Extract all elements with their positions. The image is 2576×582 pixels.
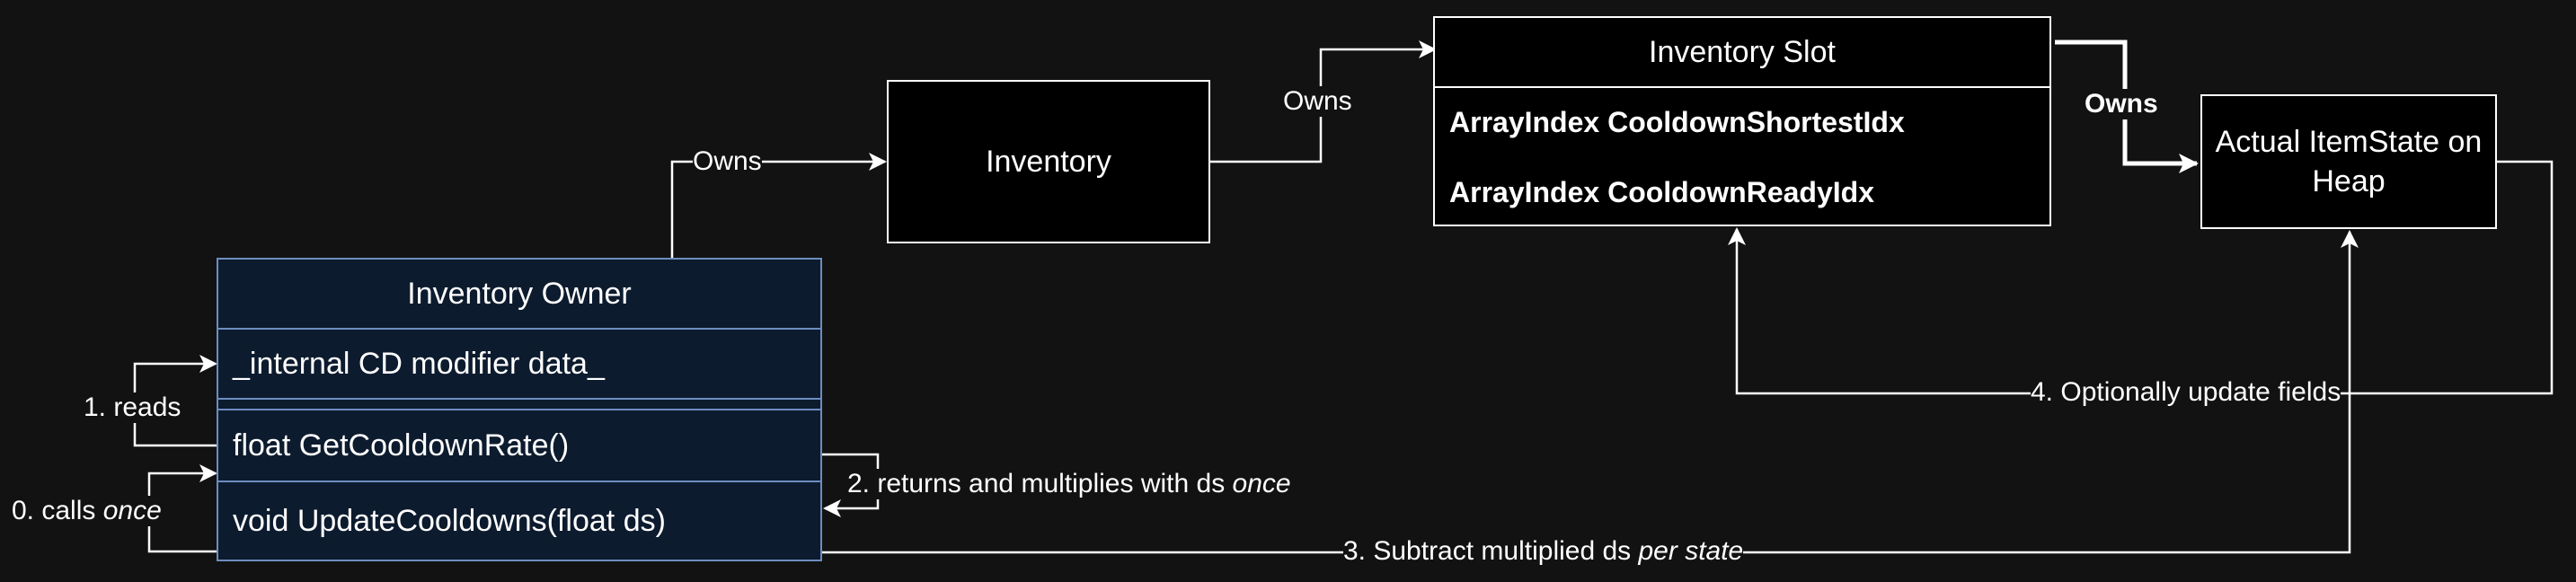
slot-field-ready: ArrayIndex CooldownReadyIdx — [1449, 176, 1874, 208]
label-calls: 0. calls once — [12, 496, 162, 526]
owner-attribute: _internal CD modifier data_ — [218, 330, 820, 400]
owner-method-getcooldownrate-text: float GetCooldownRate() — [233, 428, 570, 463]
node-item-state: Actual ItemState on Heap — [2200, 94, 2497, 229]
edge-slot-owns-state — [1155, 42, 1240, 84]
edge-update — [1728, 160, 2554, 395]
node-inventory-label: Inventory — [986, 144, 1111, 179]
label-returns: 2. returns and multiplies with ds once — [847, 469, 1291, 499]
label-inventory-owns-slot: Owns — [1283, 86, 1352, 117]
node-inventory-slot: Inventory Slot ArrayIndex CooldownShorte… — [1433, 16, 2051, 226]
label-reads: 1. reads — [84, 392, 181, 423]
label-owner-owns-inventory: Owns — [693, 146, 762, 177]
label-returns-emphasis: once — [1232, 469, 1291, 498]
owner-method-updatecooldowns-text: void UpdateCooldowns(float ds) — [233, 503, 666, 538]
owner-method-getcooldownrate: float GetCooldownRate() — [218, 410, 820, 482]
owner-divider — [218, 400, 820, 410]
node-inventory-owner: Inventory Owner _internal CD modifier da… — [217, 258, 822, 561]
node-item-state-label: Actual ItemState on Heap — [2215, 125, 2483, 198]
node-inventory: Inventory — [887, 80, 1210, 243]
label-calls-text: 0. calls — [12, 496, 103, 525]
owner-method-updatecooldowns: void UpdateCooldowns(float ds) — [218, 482, 820, 560]
slot-title-text: Inventory Slot — [1649, 34, 1836, 69]
edge-owner-owns-inventory — [670, 153, 887, 258]
edge-subtract — [822, 230, 2359, 554]
owner-title: Inventory Owner — [218, 260, 820, 330]
label-returns-text: 2. returns and multiplies with ds — [847, 469, 1233, 498]
label-slot-owns-state: Owns — [2085, 89, 2158, 119]
slot-field-shortest: ArrayIndex CooldownShortestIdx — [1449, 106, 1905, 138]
slot-title: Inventory Slot — [1435, 18, 2049, 88]
label-subtract-text: 3. Subtract multiplied ds — [1343, 536, 1639, 566]
owner-attribute-text: _internal CD modifier data_ — [233, 346, 605, 381]
label-update: 4. Optionally update fields — [2031, 377, 2341, 408]
label-calls-emphasis: once — [102, 496, 162, 525]
label-subtract: 3. Subtract multiplied ds per state — [1343, 536, 1744, 567]
owner-title-text: Inventory Owner — [407, 276, 632, 311]
label-subtract-emphasis: per state — [1638, 536, 1744, 566]
